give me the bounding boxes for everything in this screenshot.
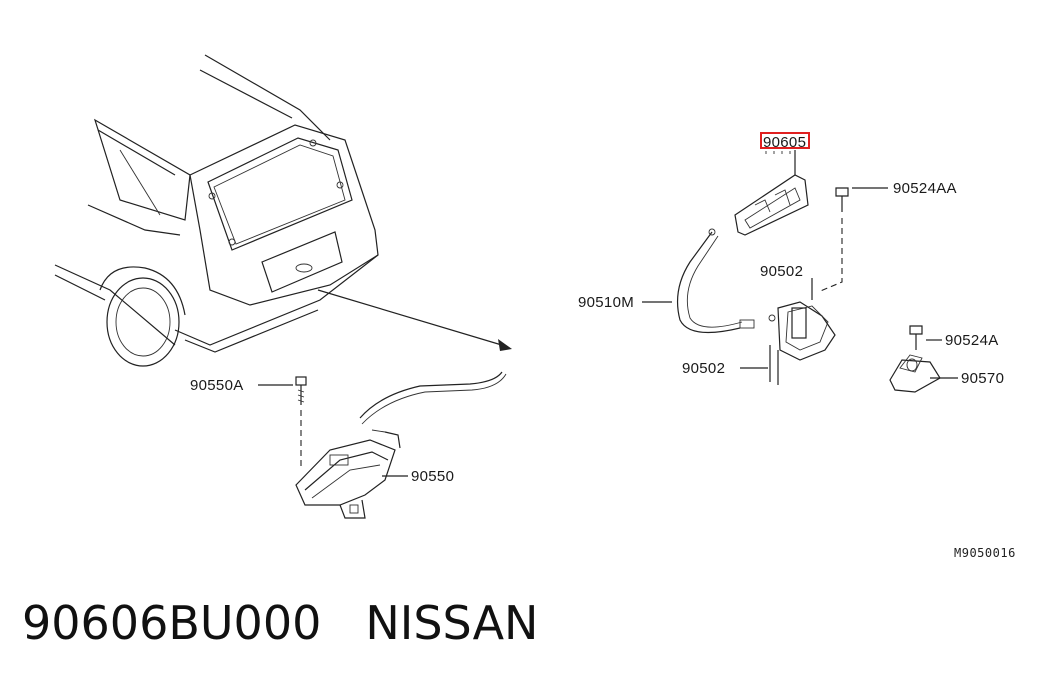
parts-diagram: 90605 90524AA 90502 90510M 90502 90524A …: [54, 54, 1016, 560]
label-90550[interactable]: 90550: [411, 468, 454, 485]
label-90605[interactable]: 90605: [763, 134, 806, 151]
label-90502-upper[interactable]: 90502: [760, 263, 803, 280]
label-90510M[interactable]: 90510M: [578, 294, 634, 311]
lock-assembly-illustration: [295, 371, 507, 519]
highlight-box: [760, 132, 810, 149]
label-90502-lower[interactable]: 90502: [682, 360, 725, 377]
part-footer: 90606BU000 NISSAN: [22, 596, 538, 666]
diagram-code: M9050016: [954, 546, 1016, 560]
label-90570[interactable]: 90570: [961, 370, 1004, 387]
label-90550A[interactable]: 90550A: [190, 377, 244, 394]
callout-lines: [258, 187, 958, 477]
brand-name: NISSAN: [365, 596, 539, 650]
label-90524A[interactable]: 90524A: [945, 332, 999, 349]
vehicle-rear-illustration: [54, 54, 512, 367]
part-number: 90606BU000: [22, 596, 322, 650]
label-90524AA[interactable]: 90524AA: [893, 180, 957, 197]
handle-assembly-illustration: [677, 150, 941, 393]
